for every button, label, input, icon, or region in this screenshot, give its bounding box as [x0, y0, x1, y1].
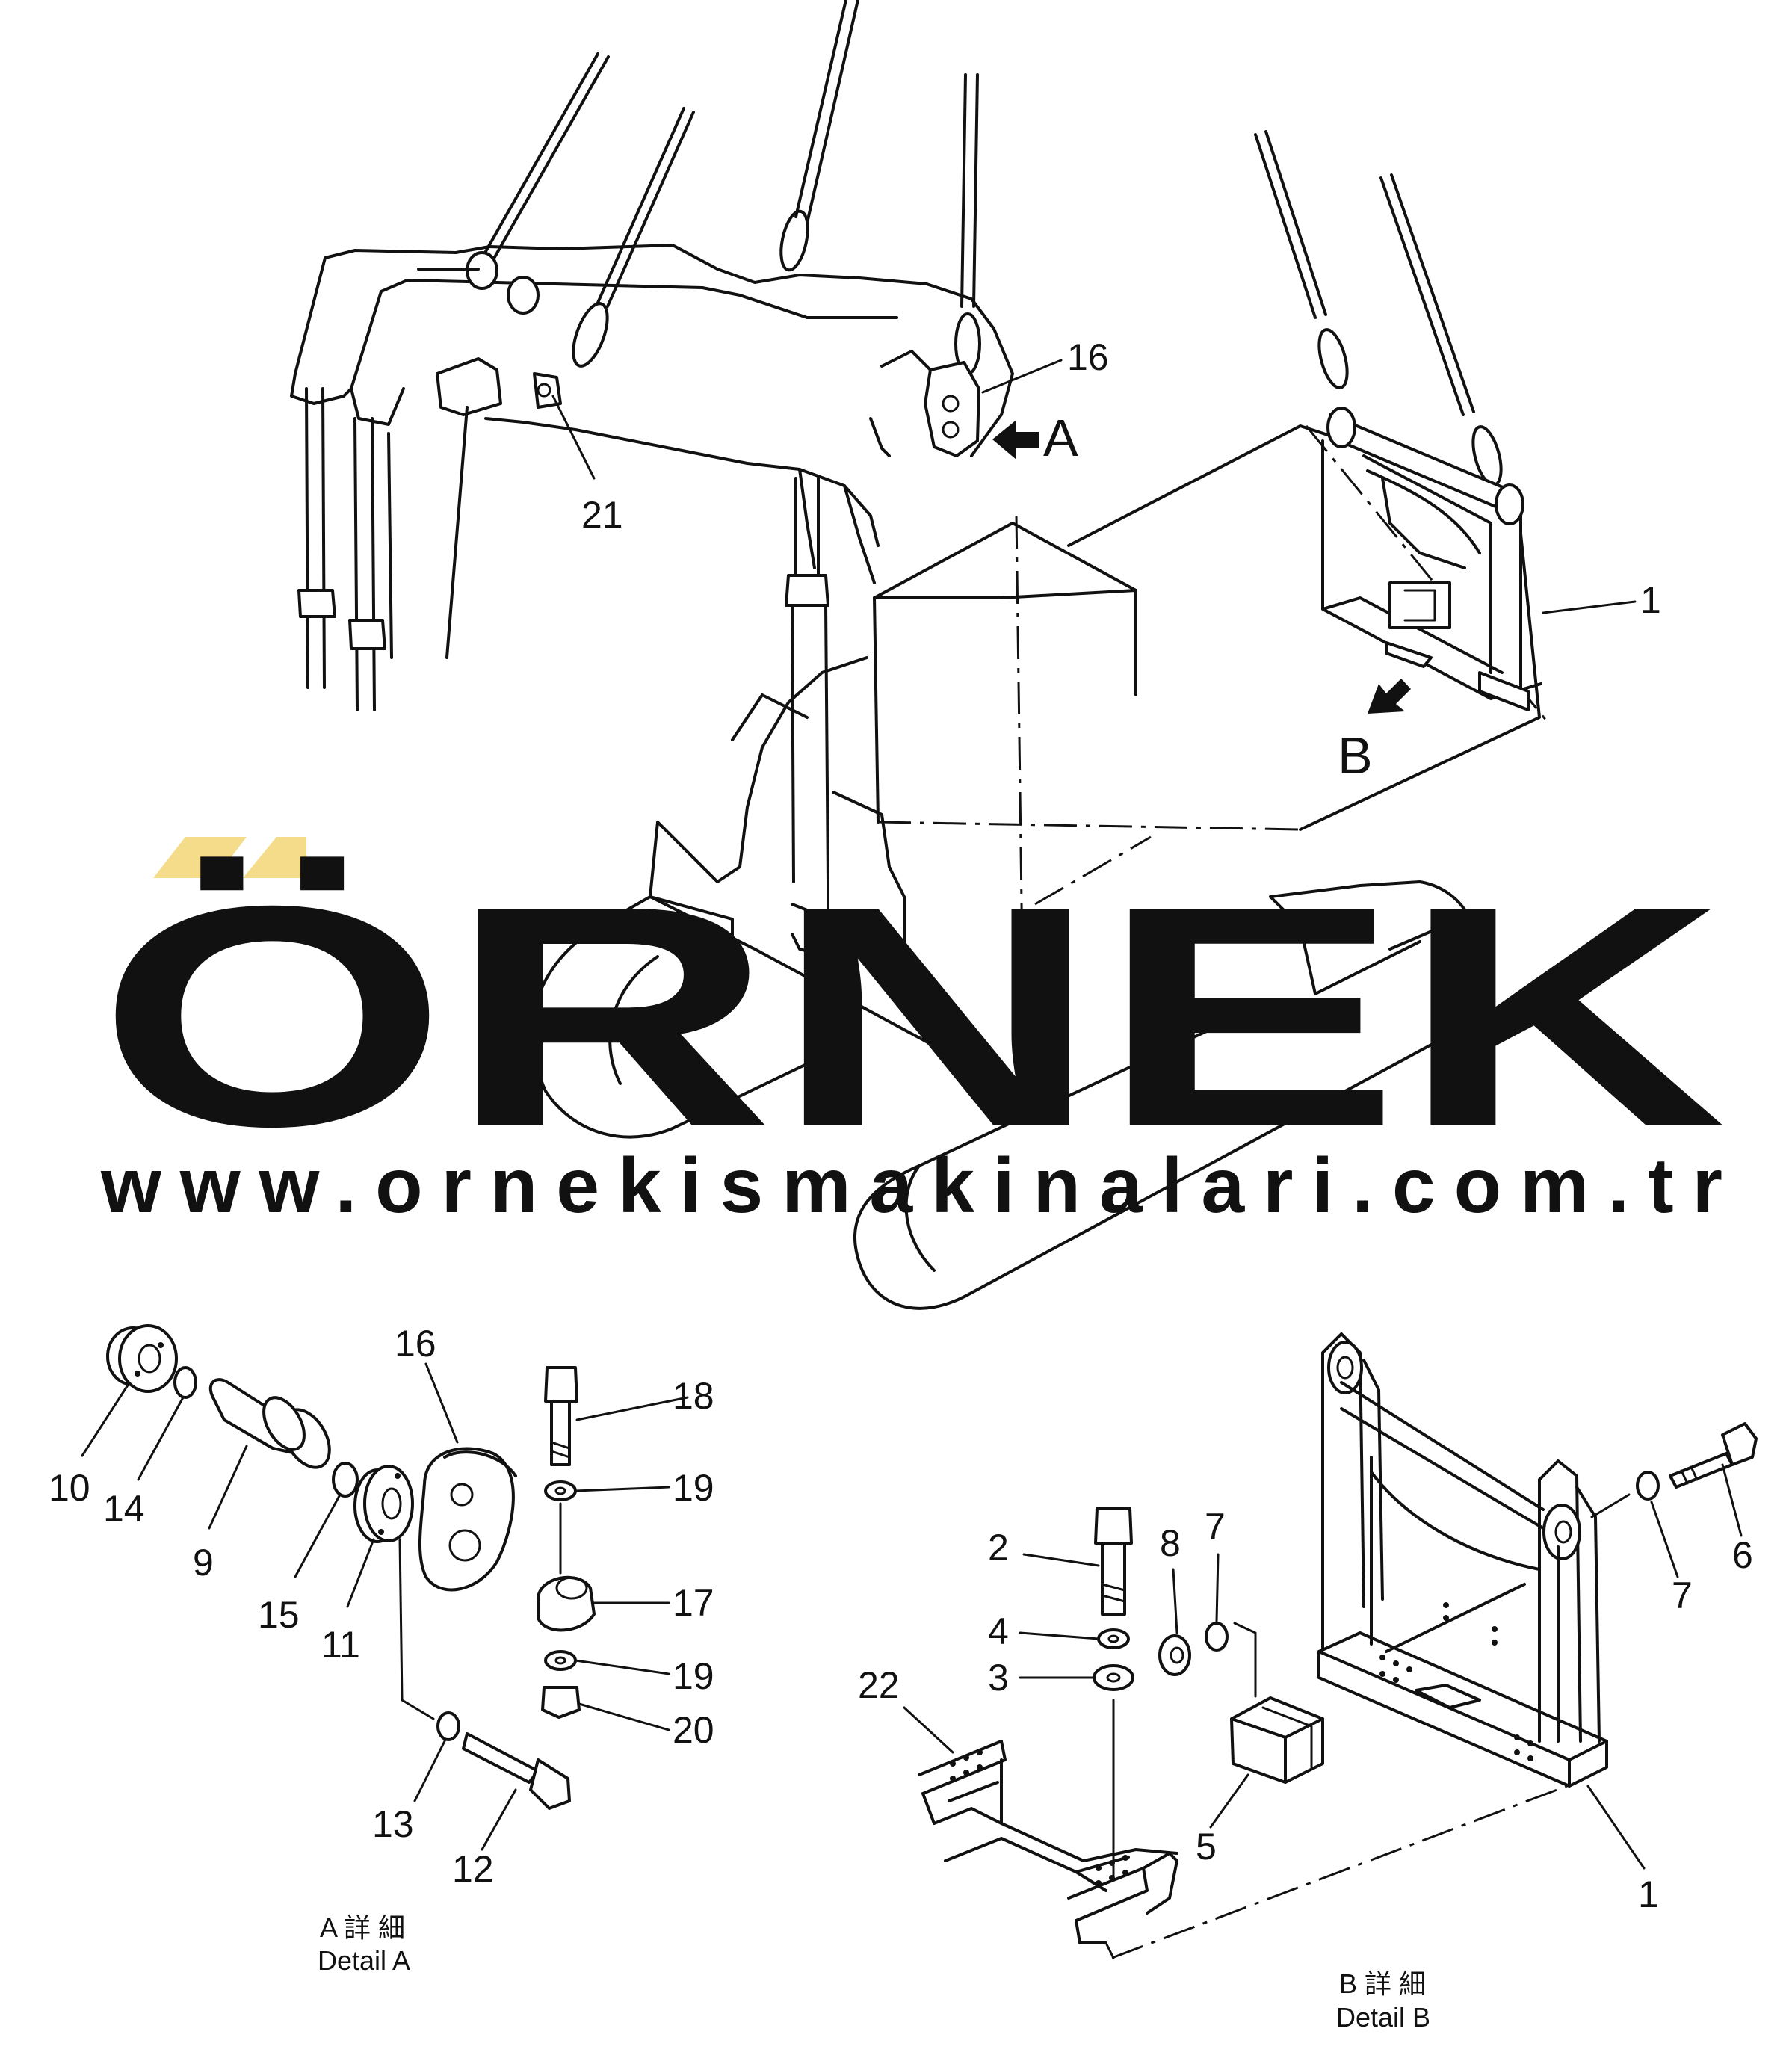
part-6-bolt: [1669, 1422, 1758, 1489]
detail-a-leaders: [81, 1362, 689, 1851]
callout-8: 8: [1160, 1522, 1181, 1564]
part-16-plate: [418, 1447, 517, 1592]
part-20-nut: [541, 1686, 581, 1719]
callout-6: 6: [1732, 1534, 1753, 1576]
lifting-wires: [483, 0, 1503, 486]
callout-21: 21: [581, 494, 623, 536]
part-14-oring: [173, 1366, 197, 1399]
detail-b-caption-jp: B 詳 細: [1339, 1968, 1426, 1999]
view-label-a: A: [1043, 409, 1078, 467]
part-10-flange: [106, 1324, 178, 1393]
detail-b-caption-en: Detail B: [1336, 2002, 1430, 2033]
part-15-oring: [332, 1462, 359, 1498]
callout-7-right: 7: [1672, 1575, 1693, 1616]
part-4-washer: [1097, 1628, 1130, 1649]
part-17-collar: [537, 1575, 596, 1632]
part-2-bolt: [1094, 1507, 1133, 1616]
boom-arm: [290, 244, 1014, 921]
watermark-brand: ÖRNEK: [97, 841, 1726, 1192]
part-7-washer-right: [1636, 1471, 1660, 1501]
callout-4: 4: [988, 1610, 1009, 1652]
detail-a-caption-en: Detail A: [318, 1945, 410, 1976]
machine-overview: 16 21 A 1 B: [290, 0, 1661, 1310]
callout-7-left: 7: [1205, 1506, 1226, 1548]
callout-3: 3: [988, 1657, 1009, 1699]
callout-9: 9: [193, 1542, 214, 1584]
upper-structure: [649, 424, 1548, 1069]
callout-1-detail: 1: [1638, 1873, 1659, 1915]
watermark-url: www.ornekismakinalari.com.tr: [100, 1143, 1723, 1229]
callout-11: 11: [321, 1624, 360, 1666]
part-13-washer: [436, 1711, 460, 1741]
callout-1-main: 1: [1640, 579, 1661, 621]
callout-14: 14: [103, 1488, 145, 1530]
callout-5: 5: [1196, 1826, 1217, 1867]
detail-b: 2 4 3 8 7 7 6 22 5 1 B 詳 細 Detail B: [858, 1332, 1758, 2033]
callout-19-lower: 19: [673, 1655, 714, 1697]
part-5-block: [1230, 1696, 1324, 1784]
lifting-frame: [1321, 407, 1542, 711]
callout-19-upper: 19: [673, 1467, 714, 1509]
part-19-washer-upper: [544, 1480, 577, 1501]
crawler-tracks: [531, 880, 1480, 1310]
detail-a-caption-jp: A 詳 細: [320, 1912, 405, 1943]
part-3-washer: [1093, 1664, 1134, 1691]
main-leaders: [551, 359, 1637, 714]
view-arrow-b: [1368, 679, 1411, 714]
callout-2: 2: [988, 1527, 1009, 1569]
part-8-bushing: [1158, 1634, 1191, 1676]
callout-17: 17: [673, 1582, 714, 1624]
part-12-bolt: [462, 1732, 571, 1810]
callout-10: 10: [49, 1467, 90, 1509]
watermark-umlaut-left: [153, 837, 247, 878]
view-label-b: B: [1338, 726, 1373, 785]
part-11-collar: [353, 1465, 414, 1543]
part-1-frame: [1317, 1332, 1608, 1788]
part-22-frame: [918, 1740, 1578, 1959]
part-7-washer-left: [1205, 1622, 1229, 1652]
part-18-bolt: [544, 1366, 578, 1466]
callout-20: 20: [673, 1709, 714, 1751]
part-19-washer-lower: [544, 1650, 577, 1671]
callout-15: 15: [258, 1594, 300, 1636]
detail-a: 10 14 9 15 11 16 18 19 17 19 20 13 12 A …: [49, 1323, 714, 1976]
callout-16-detail: 16: [395, 1323, 436, 1365]
watermark-umlaut-right: [243, 837, 306, 878]
callout-22: 22: [858, 1664, 900, 1706]
part-9-pin: [208, 1378, 331, 1469]
detail-b-leaders: [903, 1463, 1743, 1870]
view-arrow-a: [992, 420, 1039, 460]
callout-16-main: 16: [1067, 336, 1109, 378]
callout-12: 12: [452, 1848, 494, 1890]
callout-13: 13: [372, 1803, 414, 1845]
callout-18: 18: [673, 1375, 714, 1417]
